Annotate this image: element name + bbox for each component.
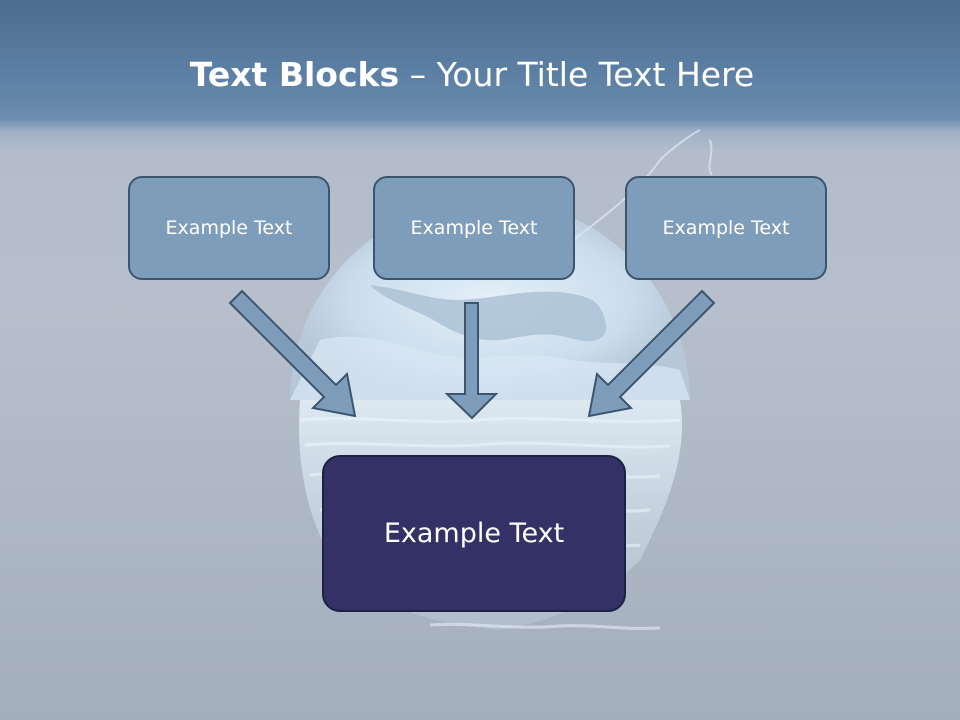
text-block-label: Example Text [383,518,565,549]
text-block-label: Example Text [165,217,293,239]
light-streak [559,129,713,251]
text-block-label: Example Text [410,217,538,239]
title-bold-text: Text Blocks [189,55,400,94]
text-block-bottom[interactable]: Example Text [322,455,626,612]
arrow-down-right [228,289,357,418]
title-regular-text: – Your Title Text Here [399,55,755,94]
text-block-label: Example Text [662,217,790,239]
text-block-top-center[interactable]: Example Text [373,176,575,280]
arrow-down [444,302,499,420]
arrow-down-left [587,289,716,418]
cloud-silhouette [370,285,606,341]
cloud-wisps [290,336,690,400]
text-block-top-right[interactable]: Example Text [625,176,827,280]
slide-title: Text Blocks – Your Title Text Here [0,52,944,98]
text-block-top-left[interactable]: Example Text [128,176,330,280]
